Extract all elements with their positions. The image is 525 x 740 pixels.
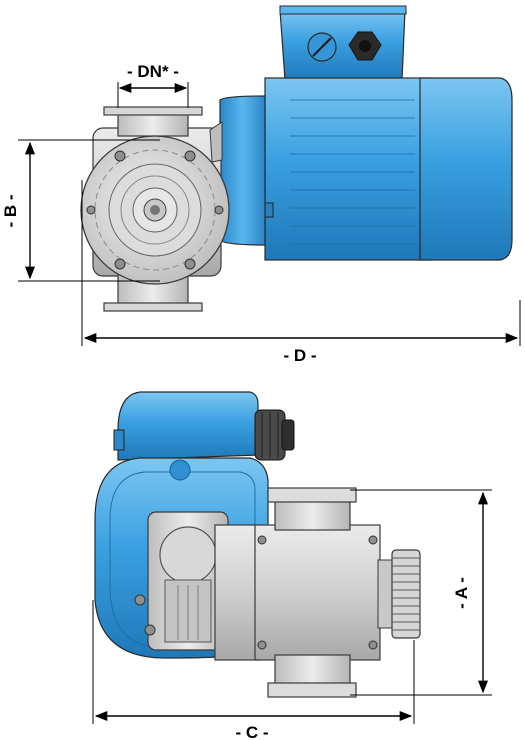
motor-body — [219, 77, 513, 261]
dimension-b: - B - — [1, 139, 160, 282]
dimension-c: - C - — [92, 600, 415, 740]
cover-bolt-icon — [86, 150, 224, 270]
dimension-b-label: - B - — [1, 194, 20, 227]
front-view: - A - - C - — [92, 391, 492, 740]
dimension-dn-label: - DN* - — [127, 62, 179, 81]
dimension-dn: - DN* - — [117, 62, 189, 108]
front-terminal-box — [113, 391, 295, 461]
front-pulley — [377, 549, 421, 639]
front-cable-gland-icon — [254, 409, 295, 461]
dimension-a: - A - — [350, 489, 492, 696]
motor-terminal-box — [279, 5, 407, 81]
dimension-d: - D - — [81, 180, 521, 365]
dimension-a-label: - A - — [452, 577, 471, 609]
top-view: - DN* - - B - - D - — [1, 5, 521, 365]
dimension-d-label: - D - — [283, 346, 316, 365]
pump-housing-top — [80, 106, 230, 312]
front-pump-body — [254, 487, 381, 698]
front-gearbox — [134, 511, 261, 661]
dimension-c-label: - C - — [235, 723, 268, 740]
